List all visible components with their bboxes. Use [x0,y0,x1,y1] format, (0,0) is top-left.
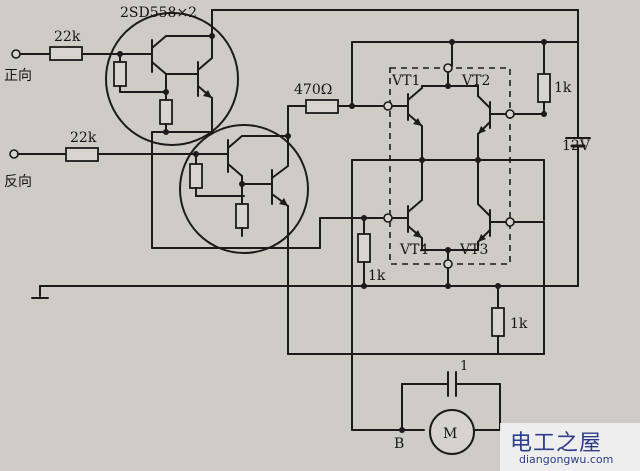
watermark-panel [500,423,640,471]
darlington-forward-envelope [105,12,239,146]
label-1k-top-right: 1k [554,80,572,96]
resistor-22k-forward [49,46,83,61]
label-470: 470Ω [294,82,332,98]
darlington-reverse-envelope [179,124,309,254]
label-vt3: VT3 [459,242,488,258]
label-forward: 正向 [4,68,32,84]
resistor-470 [305,99,339,114]
label-reverse: 反向 [4,174,32,190]
forward-input-terminal [11,49,21,59]
resistor-22k-reverse [65,147,99,162]
label-22k-forward: 22k [54,29,81,45]
label-motor: M [443,426,457,442]
label-vt4: VT4 [399,242,428,258]
label-22k-reverse: 22k [70,130,97,146]
watermark-url: diangongwu.com [519,453,614,466]
resistor-be-reverse [189,163,203,189]
resistor-1k-left [357,233,371,263]
label-1k-left: 1k [368,268,386,284]
resistor-1k-bottom [491,307,505,337]
resistor-1k-top-right [537,73,551,103]
watermark-name: 电工之屋 [510,431,603,456]
resistor-be2-forward [159,99,173,125]
resistor-be2-reverse [235,203,249,229]
motor-symbol [429,409,475,455]
label-capacitor: 1 [460,359,468,374]
resistor-be-forward [113,61,127,87]
label-1k-bottom: 1k [510,316,528,332]
label-transistor-pair: 2SD558×2 [120,5,197,21]
label-12v: 12V [562,138,591,154]
label-vt1: VT1 [391,73,420,89]
reverse-input-terminal [9,149,19,159]
label-vt2: VT2 [461,73,490,89]
label-node-b: B [394,436,404,452]
